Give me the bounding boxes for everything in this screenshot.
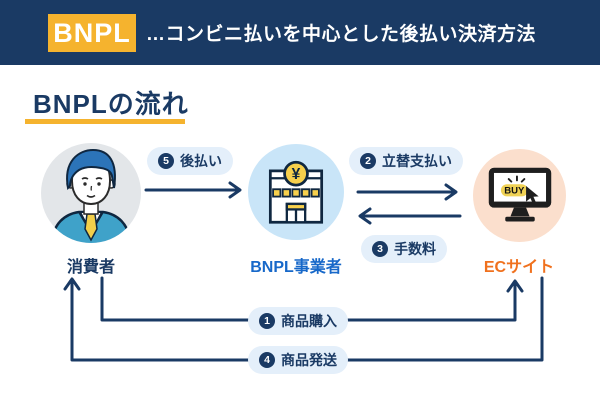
bnpl-provider-avatar: ¥ [248, 144, 344, 240]
step-product-shipment: 4 商品発送 [248, 346, 348, 374]
ec-site-avatar: BUY [473, 149, 566, 242]
step-label: 立替支払い [382, 153, 452, 169]
step-product-purchase: 1 商品購入 [248, 307, 348, 335]
step-number-badge: 5 [158, 153, 174, 169]
step-number-badge: 3 [372, 241, 388, 257]
title-underline [25, 119, 185, 124]
arrow-deferred-payment-head [228, 181, 242, 199]
step-number-badge: 1 [259, 313, 275, 329]
consumer-avatar [41, 143, 141, 243]
step-number-badge: 4 [259, 352, 275, 368]
monitor-buy-icon: BUY [488, 167, 551, 222]
buy-button-text: BUY [504, 185, 525, 196]
bnpl-provider-label: BNPL事業者 [250, 259, 342, 276]
yen-symbol: ¥ [292, 166, 301, 183]
arrow-advance-payment-head [444, 183, 458, 201]
arrow-purchase-head [506, 279, 524, 293]
step-number-badge: 2 [360, 153, 376, 169]
step-label: 商品発送 [281, 352, 337, 368]
page-title: BNPLの流れ [33, 89, 189, 119]
step-label: 手数料 [394, 241, 436, 257]
consumer-label: 消費者 [66, 259, 116, 276]
bank-building-icon: ¥ [268, 160, 324, 224]
step-advance-payment: 2 立替支払い [349, 147, 463, 175]
arrow-shipment-head [63, 277, 81, 291]
step-label: 後払い [180, 153, 222, 169]
step-label: 商品購入 [281, 313, 337, 329]
arrow-fee-head [358, 207, 372, 225]
header-banner: BNPL …コンビニ払いを中心とした後払い決済方法 [0, 0, 600, 65]
header-description: …コンビニ払いを中心とした後払い決済方法 [146, 24, 537, 45]
bnpl-badge: BNPL [48, 14, 136, 52]
ec-site-label: ECサイト [483, 259, 555, 276]
step-deferred-payment: 5 後払い [147, 147, 233, 175]
person-icon [50, 148, 132, 243]
step-fee: 3 手数料 [361, 235, 447, 263]
